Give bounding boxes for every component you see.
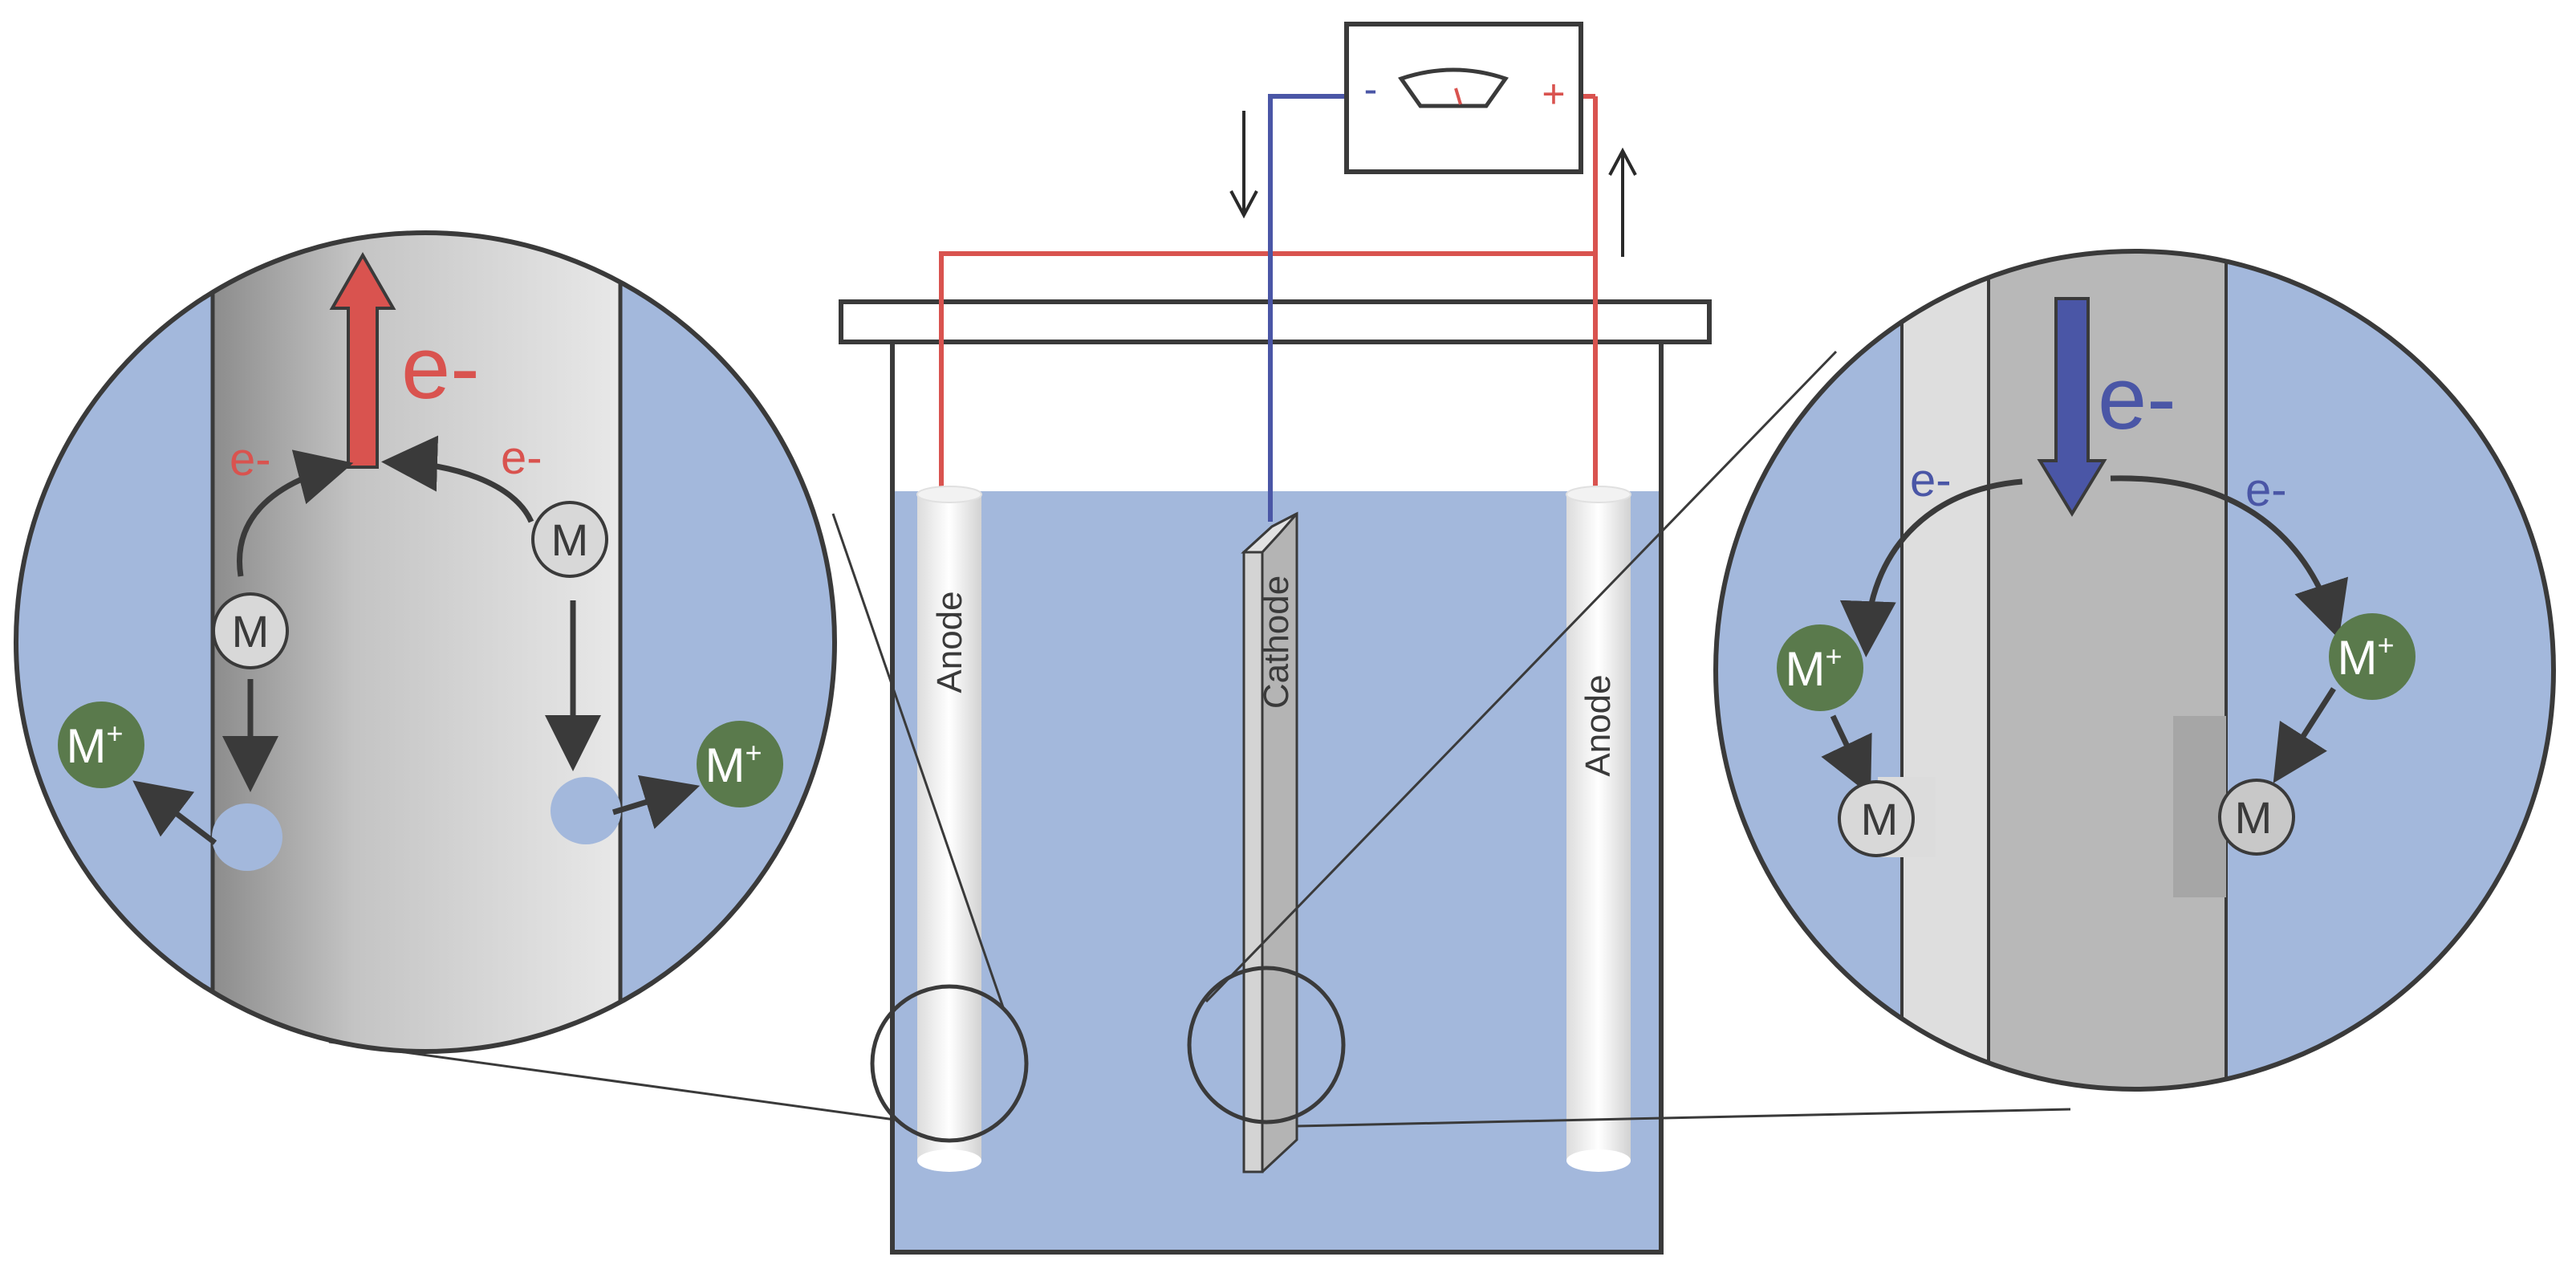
curve-arrow-left-cathode [1839,478,2023,657]
curve-arrow-right [381,435,534,523]
cathode: Cathode [1241,511,1298,1173]
electron-up-arrow-icon [329,251,396,469]
metal-atom-right [531,501,608,578]
deposit-arrow-left [1821,714,1872,795]
gauge-icon [1398,67,1509,108]
plated-layer [1902,251,1989,1089]
curve-arrow-right-cathode [2110,475,2348,639]
cathode-zoom-marker [1187,966,1346,1125]
cathode-ion-left-label: M+ [1785,640,1842,696]
metal-ion-left [58,702,144,788]
electron-down-arrow-icon [2037,297,2107,517]
anode-zoom-circle [14,230,837,1054]
current-arrows [1229,111,1637,257]
cathode-metal-strip [1989,251,2226,1089]
metal-ion-right-label: M+ [705,736,762,792]
deposit-arrow-right [2273,687,2336,783]
meter-plus-label: + [1542,71,1565,116]
cathode-zoom: e- e- e- M+ M+ M M [1713,249,2556,1092]
power-supply: - + [1344,22,1583,174]
deposited-atom-right-label: M [2235,792,2273,843]
zoom-leader-lines [328,350,2071,1128]
cathode-electron-left: e- [1910,454,1952,506]
anode-electron-right: e- [501,432,542,484]
curve-arrow-left [237,449,354,577]
blue-wire [1268,94,1347,522]
cathode-zoom-circle [1713,249,2556,1092]
cathode-ion-left [1777,624,1863,711]
anode-zoom: e- e- e- M M M+ M+ [14,230,837,1054]
anode-left-label: Anode [930,591,969,693]
wires [939,94,1598,522]
anode-left: Anode [916,486,982,1172]
gauge-needle-icon [1454,87,1462,105]
pit-left [212,803,282,871]
metal-ion-left-label: M+ [66,717,123,773]
deposited-atom-left [1838,780,1915,857]
cathode-ion-right-label: M+ [2337,628,2394,685]
cathode-electron-big: e- [2098,349,2176,448]
pit-right [551,777,621,844]
up-arrow [1608,147,1637,257]
metal-ion-right [697,721,783,807]
anode-electron-big: e- [401,319,480,417]
deposited-atom-right [2218,779,2295,856]
cathode-electron-right: e- [2245,464,2287,516]
metal-atom-left-label: M [232,606,270,657]
down-arrow [1229,111,1258,219]
anode-right-label: Anode [1579,674,1618,776]
anode-zoom-marker [870,984,1029,1143]
ion-out-arrow-left [132,780,217,845]
beaker-wall [890,337,1664,1255]
metal-atom-left [212,592,289,669]
deposited-atom-left-label: M [1861,794,1899,844]
cathode-ion-right [2329,613,2416,700]
beaker-lid [839,299,1712,344]
anode-right: Anode [1566,486,1631,1172]
ion-out-arrow-right [611,775,701,829]
deposit-right [2173,716,2226,897]
cathode-label: Cathode [1257,575,1296,709]
anode-electron-left: e- [230,433,271,486]
meter-minus-label: - [1364,67,1378,112]
metal-atom-right-label: M [551,514,589,565]
